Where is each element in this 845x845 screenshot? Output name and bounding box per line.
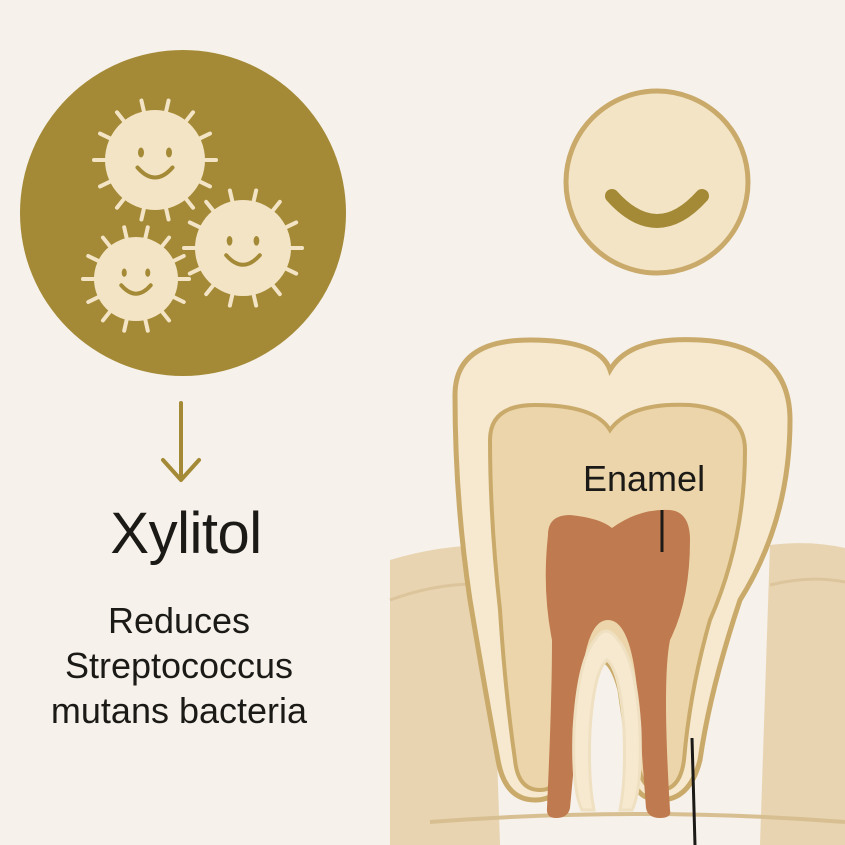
root-pointer (690, 737, 697, 845)
bacterium-icon (81, 225, 191, 333)
description: Reduces Streptococcus mutans bacteria (0, 598, 358, 733)
tooth-root-canal (572, 629, 642, 812)
description-line: mutans bacteria (50, 690, 308, 731)
page-title: Xylitol (110, 501, 262, 566)
smiling-bacteria-icon (81, 98, 304, 333)
arrow-down-icon (161, 401, 201, 482)
tooth-pulp (545, 509, 690, 818)
tooth-cross-section (452, 337, 793, 845)
enamel-label: Enamel (583, 458, 706, 499)
description-line: Reduces (107, 600, 251, 641)
bacterium-icon (92, 98, 218, 222)
smile-face-icon (563, 88, 751, 276)
bacterium-icon (182, 188, 304, 308)
description-line: Streptococcus (64, 645, 294, 686)
bacteria-circle (20, 50, 346, 376)
